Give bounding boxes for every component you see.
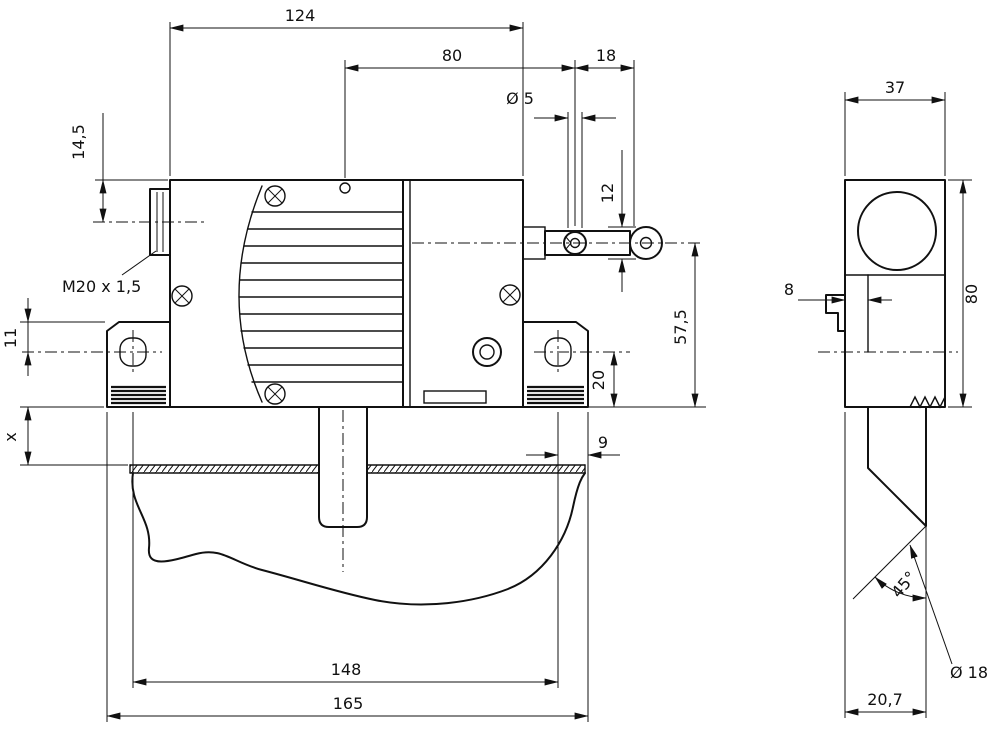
- dim-20: 20: [589, 351, 618, 408]
- dim-dia18-label: Ø 18: [950, 663, 988, 682]
- dim-11-label: 11: [1, 328, 20, 348]
- dim-148-label: 148: [331, 660, 362, 679]
- dim-12: 12: [598, 150, 636, 292]
- cable-entry: [472, 337, 502, 367]
- front-centerlines: [22, 221, 700, 572]
- dim-dia5: Ø 5: [506, 89, 616, 228]
- dim-165: 165: [106, 412, 589, 722]
- dim-14-5-label: 14,5: [69, 124, 88, 160]
- dim-dia5-label: Ø 5: [506, 89, 534, 108]
- side-view: 37 80 8 45° Ø 18 20,7: [784, 78, 988, 718]
- dim-37-label: 37: [885, 78, 905, 97]
- dim-8: 8: [784, 280, 892, 304]
- panel-cutout-outline: [131, 472, 586, 606]
- dim-9-label: 9: [598, 433, 608, 452]
- thread-callout: M20 x 1,5: [62, 250, 157, 296]
- dim-80-top: 80: [344, 46, 576, 226]
- label-plate: [423, 390, 487, 404]
- dim-57-5-label: 57,5: [671, 309, 690, 345]
- right-foot-serration: [527, 385, 584, 405]
- dim-x: x: [1, 406, 128, 466]
- mounting-panel: [129, 464, 586, 606]
- side-serration: [909, 395, 946, 409]
- dim-18-label: 18: [596, 46, 616, 65]
- dim-20-7: 20,7: [844, 412, 927, 718]
- dim-18: 18: [574, 46, 635, 226]
- dim-45-label: 45°: [887, 567, 920, 601]
- dim-37: 37: [844, 78, 946, 176]
- dim-12-label: 12: [598, 183, 617, 203]
- dim-124-label: 124: [285, 6, 316, 25]
- dim-14-5: 14,5: [69, 113, 168, 223]
- side-body: [818, 179, 958, 527]
- left-foot-serration: [111, 385, 166, 405]
- top-mounting-hole: [339, 182, 351, 194]
- housing-curve: [238, 185, 263, 403]
- right-mounting-foot: [522, 321, 589, 408]
- dim-124: 124: [169, 6, 524, 176]
- left-mounting-foot: [106, 321, 171, 408]
- clamp-lip: [825, 294, 846, 332]
- dim-148: 148: [132, 412, 559, 688]
- blade: [867, 406, 927, 527]
- dim-80-label: 80: [442, 46, 462, 65]
- dim-80-side: 80: [948, 179, 981, 408]
- thread-label: M20 x 1,5: [62, 277, 141, 296]
- dim-11: 11: [1, 298, 105, 376]
- dim-20-7-label: 20,7: [867, 690, 903, 709]
- phillips-screw-icons: [171, 185, 521, 405]
- housing-ribs: [238, 211, 404, 383]
- side-roller: [857, 191, 937, 271]
- front-view: 124 80 18 Ø 5 12: [1, 6, 706, 722]
- lever-pivot: [563, 231, 587, 255]
- dim-165-label: 165: [333, 694, 364, 713]
- dim-57-5: 57,5: [588, 242, 706, 408]
- dim-x-label: x: [1, 432, 20, 441]
- dim-9: 9: [526, 433, 620, 459]
- dim-8-label: 8: [784, 280, 794, 299]
- dim-20-label: 20: [589, 370, 608, 390]
- dim-80-side-label: 80: [962, 284, 981, 304]
- dim-dia18: Ø 18: [909, 544, 988, 682]
- housing-body: [169, 179, 524, 408]
